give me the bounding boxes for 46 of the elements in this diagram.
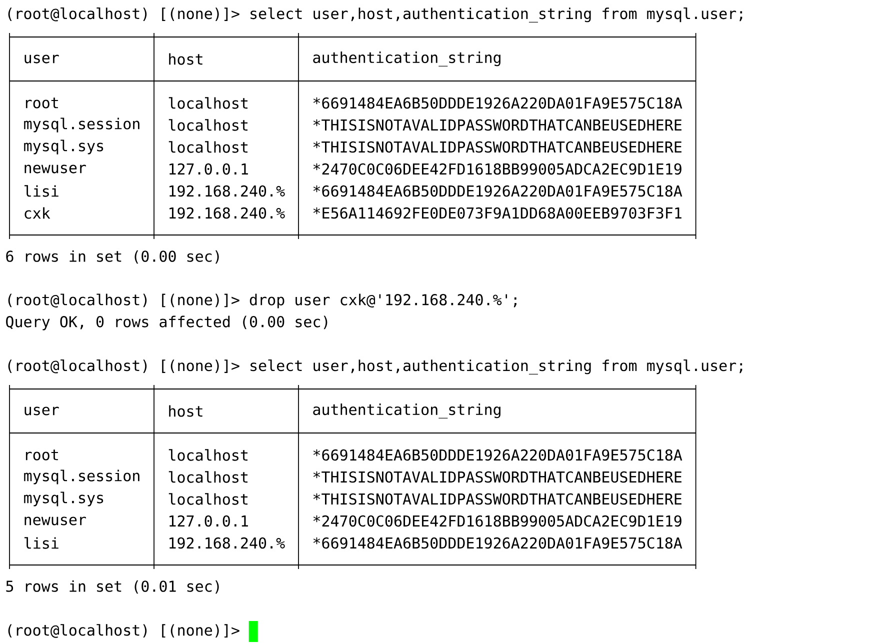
table-cell: localhost: [168, 449, 248, 461]
terminal-line: (root@localhost) [(none)]> select user,host,authentication_string from mysql.user;: [8, 8, 742, 22]
terminal-line: 6 rows in set (0.00 sec): [6, 250, 219, 264]
table-cell: newuser: [24, 516, 86, 526]
table-cell: cxk: [24, 207, 50, 219]
terminal-line: Query OK, 0 rows affected (0.00 sec): [6, 316, 328, 330]
table-cell: localhost: [168, 493, 248, 505]
table-cell: localhost: [168, 97, 248, 109]
table-cell: mysql.session: [24, 118, 140, 132]
table-cell: *E56A114692FE0DE073F9A1DD68A00EEB9703F3F1: [313, 207, 682, 219]
table-cell: *2470C0C06DEE42FD1618BB99005ADCA2EC9D1E19: [313, 163, 682, 175]
table-cell: *THISISNOTAVALIDPASSWORDTHATCANBEUSEDHERE: [313, 471, 682, 483]
table-cell: localhost: [168, 471, 248, 483]
table-cell: *THISISNOTAVALIDPASSWORDTHATCANBEUSEDHERE: [313, 119, 682, 131]
table-cell: host: [169, 53, 202, 65]
table-cell: lisi: [24, 185, 58, 197]
table-cell: newuser: [24, 164, 86, 174]
table-cell: 192.168.240.%: [170, 185, 285, 197]
table-cell: *THISISNOTAVALIDPASSWORDTHATCANBEUSEDHERE: [313, 141, 682, 153]
table-cell: host: [169, 405, 202, 417]
table-cell: *THISISNOTAVALIDPASSWORDTHATCANBEUSEDHERE: [313, 493, 682, 505]
terminal-line: (root@localhost) [(none)]> select user,host,authentication_string from mysql.user;: [8, 360, 742, 374]
table-cell: user: [24, 54, 59, 64]
table-cell: *6691484EA6B50DDDE1926A220DA01FA9E575C18A: [313, 537, 682, 549]
table-cell: localhost: [168, 119, 248, 131]
table-cell: authentication_string: [313, 404, 500, 418]
table-cell: 127.0.0.1: [170, 163, 248, 175]
table-cell: root: [26, 98, 58, 108]
terminal-line: (root@localhost) [(none)]>: [8, 624, 240, 638]
table-cell: 192.168.240.%: [170, 537, 285, 549]
table-cell: user: [24, 406, 59, 416]
table-cell: localhost: [168, 141, 248, 153]
table-cell: *6691484EA6B50DDDE1926A220DA01FA9E575C18A: [313, 185, 682, 197]
table-cell: root: [26, 450, 58, 460]
terminal-line: 5 rows in set (0.01 sec): [6, 580, 219, 594]
table-cell: 192.168.240.%: [170, 207, 285, 219]
terminal-line: (root@localhost) [(none)]> drop user cxk@'192.168.240.%';: [8, 294, 516, 308]
table-cell: mysql.sys: [24, 492, 104, 506]
table-cell: authentication_string: [313, 52, 500, 66]
table-cell: mysql.sys: [24, 140, 104, 154]
table-cell: *2470C0C06DEE42FD1618BB99005ADCA2EC9D1E19: [313, 515, 682, 527]
table-cell: mysql.session: [24, 470, 140, 484]
table-cell: lisi: [24, 537, 58, 549]
table-cell: *6691484EA6B50DDDE1926A220DA01FA9E575C18A: [313, 97, 682, 109]
table-cell: 127.0.0.1: [170, 515, 248, 527]
table-cell: *6691484EA6B50DDDE1926A220DA01FA9E575C18A: [313, 449, 682, 461]
